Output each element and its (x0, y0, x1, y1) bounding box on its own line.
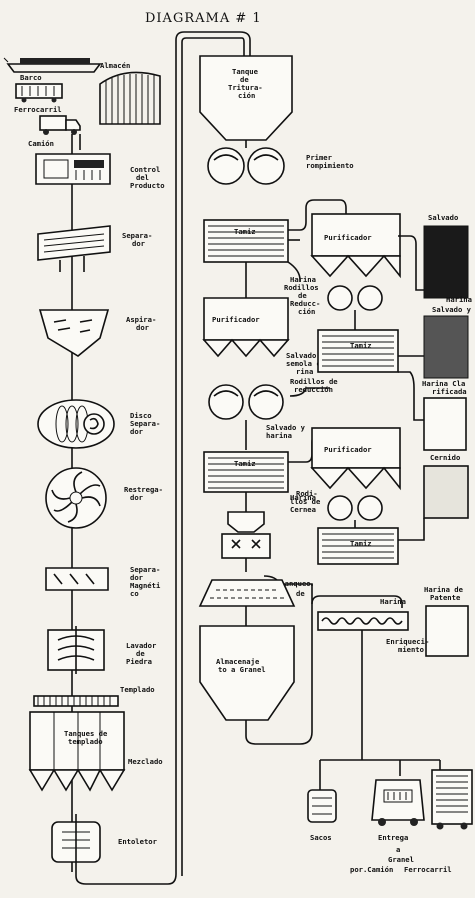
blanqueo-label-2: de (296, 589, 305, 598)
reduction-rollers-icon (209, 385, 283, 419)
entoleter-icon (52, 814, 100, 862)
salvado-label: Salvado (428, 213, 458, 222)
purifier-2-icon (312, 214, 400, 276)
salvado-harina-label-2: harina (266, 431, 292, 440)
restregador-label-2: dor (130, 493, 144, 502)
separator-icon (38, 226, 110, 272)
entrega-label-2: a (396, 845, 400, 854)
rodillos-red-label-4: ción (298, 307, 315, 316)
salvado-product-box (424, 226, 468, 298)
ferrocarril-right-label: Ferrocarril (404, 865, 452, 874)
entoletor-label: Entoletor (118, 837, 158, 846)
lavador-label-3: Piedra (126, 657, 152, 666)
purifier-1-icon (204, 298, 288, 356)
salvado-semola-label-3: rina (296, 367, 313, 376)
railcar-icon (16, 84, 62, 103)
enriquecimiento-label-2: miento (398, 645, 424, 654)
mezclado-label: Mezclado (128, 757, 163, 766)
sifter-3-icon (318, 330, 398, 372)
grain-silo-icon (100, 72, 160, 124)
rodillos-cernido-label-3: Cernea (290, 505, 316, 514)
sifter-2-icon (204, 452, 288, 492)
product-control-icon (36, 154, 110, 184)
disc-separator-icon (38, 400, 114, 448)
aspirator-icon (40, 310, 108, 356)
first-break-rollers-icon (208, 148, 284, 184)
rompimiento-label-2: rompimiento (306, 161, 354, 170)
sizing-rollers-icon (328, 496, 382, 520)
tempering-tanks-icon (30, 712, 124, 790)
almacen-label: Almacén (100, 61, 130, 70)
clarified-flour-box (424, 398, 466, 450)
tanques-templado-label-2: templado (68, 737, 103, 746)
barco-label: Barco (20, 73, 42, 82)
camion-label: Camión (28, 139, 54, 148)
templado-label: Templado (120, 685, 155, 694)
tamiz-4-label: Tamiz (350, 539, 372, 548)
harina-salvado-label-2: Salvado y (432, 305, 472, 314)
harina-clarificada-label-2: rificada (432, 387, 467, 396)
flour-sacks-icon (308, 790, 336, 822)
enrichment-conveyor-icon (318, 612, 408, 630)
tamiz-2-label: Tamiz (234, 459, 256, 468)
patent-flour-box (426, 606, 468, 656)
magnetic-separator-icon (46, 568, 108, 590)
tamiz-1-label: Tamiz (234, 227, 256, 236)
salvado-harina-product-box (424, 316, 468, 378)
cernido-product-box (424, 466, 468, 518)
por-camion-label: por.Camión (350, 865, 393, 874)
ferrocarril-label: Ferrocarril (14, 105, 62, 114)
purificador-2-label: Purificador (324, 233, 372, 242)
trituracion-label-4: ción (238, 91, 255, 100)
entrega-label-1: Entrega (378, 833, 408, 842)
magnetico-label-4: co (130, 589, 139, 598)
separador-label-2: dor (132, 239, 146, 248)
purificador-3-label: Purificador (324, 445, 372, 454)
almacenaje-label-2: to a Granel (218, 665, 266, 674)
purifier-3-icon (312, 428, 400, 488)
tamiz-3-label: Tamiz (350, 341, 372, 350)
disco-label-3: dor (130, 427, 144, 436)
cernido-label: Cernido (430, 453, 460, 462)
scourer-fan-icon (46, 468, 106, 528)
entrega-label-3: Granel (388, 855, 414, 864)
stone-washer-icon (48, 626, 104, 674)
harina-salvado-label-1: Harina (446, 295, 472, 304)
truck-icon (40, 116, 80, 135)
bulk-truck-icon (372, 780, 424, 826)
rail-hopper-icon (432, 770, 472, 830)
ship-icon (4, 58, 100, 72)
aspirador-label-2: dor (136, 323, 150, 332)
tempering-conveyor-icon (34, 696, 118, 706)
diagram-title: DIAGRAMA # 1 (145, 11, 262, 26)
harina-patente-label-2: Patente (430, 593, 461, 602)
reduccion-label-2: reducción (294, 385, 333, 394)
bleaching-unit-icon (222, 512, 270, 572)
control-label-3: Producto (130, 181, 165, 190)
reduction-rollers-2-icon (328, 286, 382, 310)
sacos-label: Sacos (310, 833, 332, 842)
bleach-tank-icon (200, 580, 294, 606)
purificador-1-label: Purificador (212, 315, 260, 324)
